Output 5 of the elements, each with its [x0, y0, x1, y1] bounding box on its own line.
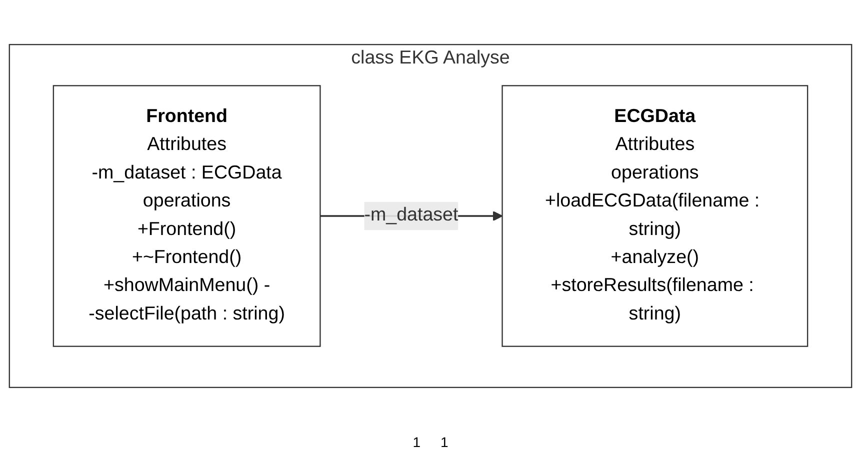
multiplicity-label: 1: [440, 434, 448, 450]
node-box: ECGData Attributes operations +loadECGData(filename : string) +analyze() +storeResults(filename : string): [502, 85, 808, 347]
node-box: Frontend Attributes -m_dataset : ECGData operations +Frontend() +~Frontend() +showMainMenu() - -selectFile(path : string): [52, 85, 321, 347]
multiplicity-label: 1: [412, 434, 420, 450]
edge-label: -m_dataset: [364, 205, 458, 226]
